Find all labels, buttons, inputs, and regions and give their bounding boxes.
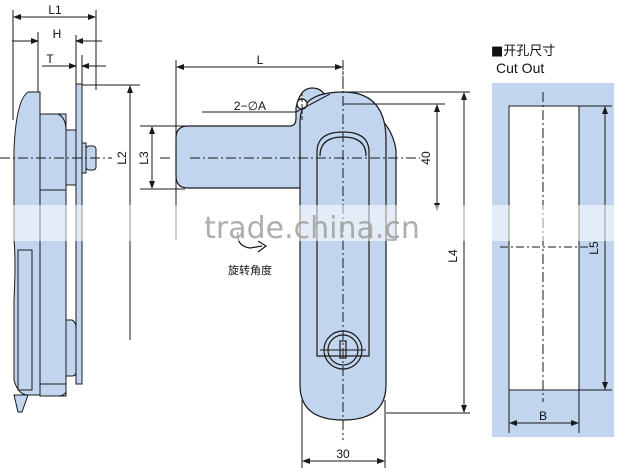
dim-L-label: L bbox=[257, 53, 264, 67]
side-view bbox=[0, 10, 112, 413]
dim-L5-label: L5 bbox=[587, 241, 601, 255]
dim-L2-label: L2 bbox=[115, 151, 129, 165]
dim-L4-label: L4 bbox=[446, 249, 460, 263]
front-view bbox=[175, 60, 420, 440]
dim-L3-label: L3 bbox=[137, 151, 151, 165]
hole-diameter-label: 2−∅A bbox=[234, 99, 266, 113]
dim-B-label: B bbox=[539, 409, 547, 423]
dim-30-label: 30 bbox=[336, 447, 350, 461]
dim-T-label: T bbox=[46, 52, 54, 66]
dim-L1-label: L1 bbox=[48, 3, 62, 17]
watermark-text: trade.china.cn bbox=[204, 211, 420, 246]
watermark-band bbox=[0, 205, 624, 241]
dim-40-label: 40 bbox=[419, 151, 433, 165]
front-dims bbox=[301, 91, 470, 468]
cutout-diagram bbox=[492, 83, 614, 437]
rotation-angle-label: 旋转角度 bbox=[228, 263, 272, 277]
dim-H-label: H bbox=[53, 27, 62, 41]
cutout-title-en: Cut Out bbox=[496, 60, 544, 76]
cutout-title-cn: ■开孔尺寸 bbox=[491, 44, 555, 59]
